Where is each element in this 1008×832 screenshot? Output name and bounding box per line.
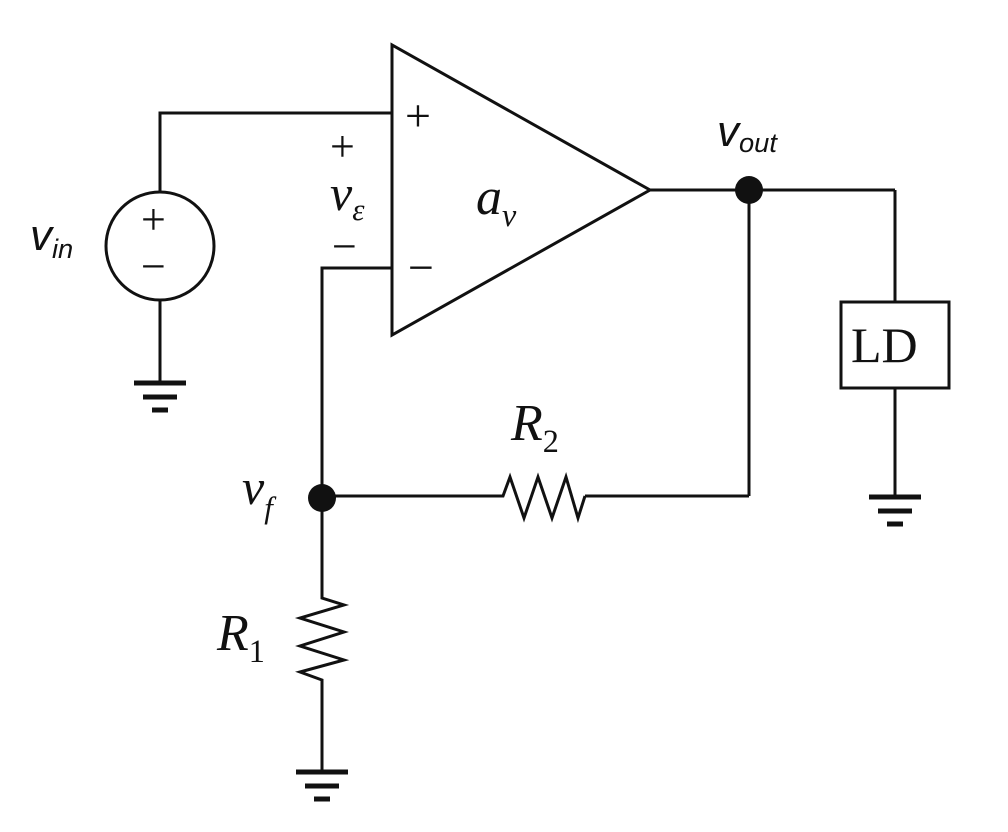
label-vout: vout <box>717 107 777 158</box>
source-plus-sign: + <box>141 195 166 244</box>
opamp-plus-sign: + <box>405 90 431 141</box>
wire-vin-to-plus <box>158 111 392 192</box>
label-v-error: vε <box>330 165 365 227</box>
resistor-r2 <box>322 472 587 524</box>
resistor-r1 <box>294 498 350 770</box>
label-vin: vin <box>30 211 74 264</box>
opamp-triangle <box>390 42 654 338</box>
label-r1: R1 <box>217 605 265 669</box>
verr-minus-sign: − <box>332 222 357 271</box>
label-vf: vf <box>242 459 273 525</box>
ground-icon-r1 <box>296 769 348 802</box>
label-gain: av <box>476 169 517 233</box>
source-minus-sign: − <box>141 242 166 291</box>
load-label: LD <box>851 317 918 373</box>
ground-icon-load <box>869 494 921 527</box>
opamp-minus-sign: − <box>408 242 434 293</box>
ground-icon-source <box>134 380 186 413</box>
label-r2: R2 <box>511 395 559 459</box>
node-dot-vout <box>735 176 763 204</box>
verr-plus-sign: + <box>330 122 355 171</box>
wire-minus-to-vf <box>320 266 392 498</box>
node-dot-vf <box>308 484 336 512</box>
